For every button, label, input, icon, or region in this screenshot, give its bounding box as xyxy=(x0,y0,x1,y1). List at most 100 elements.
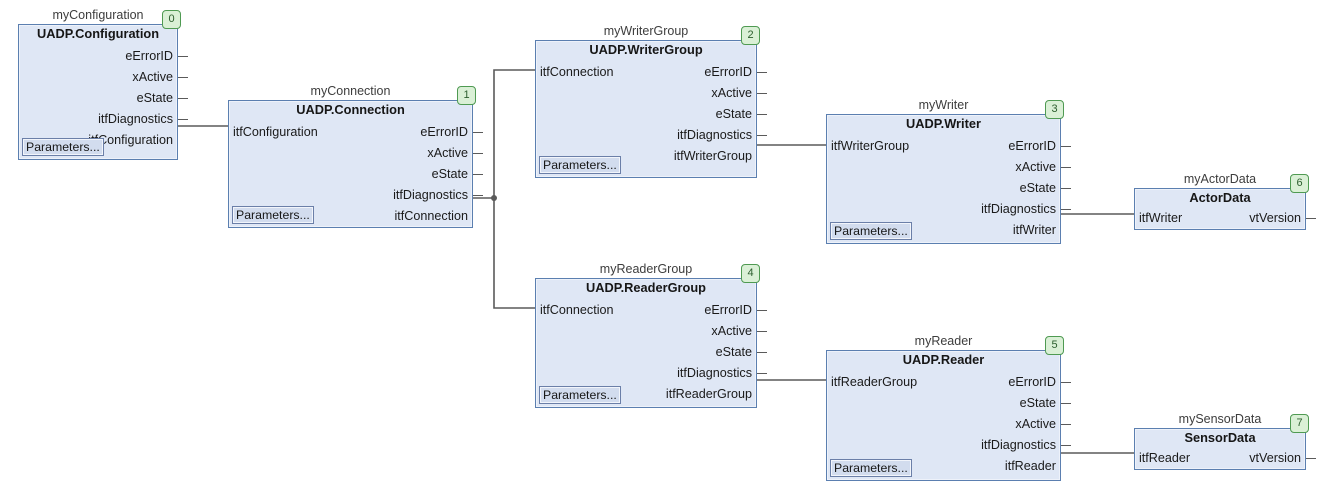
block-type-name: UADP.Connection xyxy=(296,102,405,117)
parameters-button[interactable]: Parameters... xyxy=(830,222,912,240)
output-pin-itfWriter[interactable]: itfWriter xyxy=(1012,223,1056,237)
block-type-name: UADP.WriterGroup xyxy=(589,42,703,57)
output-stub-eErrorID xyxy=(757,310,767,311)
output-stub-itfDiagnostics xyxy=(178,119,188,120)
output-pin-eState[interactable]: eState xyxy=(1019,396,1056,410)
output-stub-xActive xyxy=(1061,167,1071,168)
block-type-name: SensorData xyxy=(1184,430,1256,445)
output-pin-eState[interactable]: eState xyxy=(136,91,173,105)
parameters-button[interactable]: Parameters... xyxy=(539,386,621,404)
block-instance-name: myConnection xyxy=(310,84,391,98)
parameters-button[interactable]: Parameters... xyxy=(22,138,104,156)
output-stub-itfDiagnostics xyxy=(1061,445,1071,446)
output-pin-itfWriterGroup[interactable]: itfWriterGroup xyxy=(673,149,752,163)
output-stub-itfDiagnostics xyxy=(1061,209,1071,210)
parameters-button[interactable]: Parameters... xyxy=(830,459,912,477)
output-pin-eErrorID[interactable]: eErrorID xyxy=(704,303,752,317)
output-pin-eErrorID[interactable]: eErrorID xyxy=(1008,375,1056,389)
block-execution-order-badge: 7 xyxy=(1290,414,1309,433)
output-stub-eState xyxy=(1061,403,1071,404)
output-pin-xActive[interactable]: xActive xyxy=(711,86,752,100)
output-stub-eErrorID xyxy=(1061,382,1071,383)
block-body xyxy=(1134,428,1306,470)
input-pin-itfConfiguration[interactable]: itfConfiguration xyxy=(233,125,318,139)
output-pin-itfDiagnostics[interactable]: itfDiagnostics xyxy=(98,112,173,126)
input-pin-itfReader[interactable]: itfReader xyxy=(1139,451,1191,465)
junction-dot[interactable] xyxy=(491,195,497,201)
block-execution-order-badge: 1 xyxy=(457,86,476,105)
parameters-button[interactable]: Parameters... xyxy=(232,206,314,224)
input-pin-itfWriter[interactable]: itfWriter xyxy=(1139,211,1183,225)
output-pin-xActive[interactable]: xActive xyxy=(1015,160,1056,174)
block-instance-name: myWriter xyxy=(918,98,969,112)
output-stub-eState xyxy=(178,98,188,99)
output-pin-itfDiagnostics[interactable]: itfDiagnostics xyxy=(981,202,1056,216)
block-instance-name: myReaderGroup xyxy=(599,262,693,276)
output-stub-eErrorID xyxy=(473,132,483,133)
output-pin-itfDiagnostics[interactable]: itfDiagnostics xyxy=(393,188,468,202)
output-stub-xActive xyxy=(178,77,188,78)
block-instance-name: mySensorData xyxy=(1178,412,1262,426)
input-pin-itfConnection[interactable]: itfConnection xyxy=(540,303,614,317)
output-stub-xActive xyxy=(757,331,767,332)
output-pin-itfDiagnostics[interactable]: itfDiagnostics xyxy=(981,438,1056,452)
input-pin-itfWriterGroup[interactable]: itfWriterGroup xyxy=(831,139,910,153)
output-pin-eErrorID[interactable]: eErrorID xyxy=(704,65,752,79)
output-stub-eState xyxy=(757,114,767,115)
block-instance-name: myConfiguration xyxy=(52,8,144,22)
block-instance-name: myReader xyxy=(914,334,973,348)
output-pin-eErrorID[interactable]: eErrorID xyxy=(1008,139,1056,153)
wire-junction-to-reader-group[interactable] xyxy=(493,198,535,309)
block-execution-order-badge: 2 xyxy=(741,26,760,45)
output-stub-xActive xyxy=(757,93,767,94)
output-pin-eState[interactable]: eState xyxy=(1019,181,1056,195)
output-stub-eState xyxy=(1061,188,1071,189)
output-pin-xActive[interactable]: xActive xyxy=(711,324,752,338)
output-stub-itfDiagnostics xyxy=(757,373,767,374)
input-pin-itfConnection[interactable]: itfConnection xyxy=(540,65,614,79)
output-pin-itfReader[interactable]: itfReader xyxy=(1004,459,1056,473)
output-pin-eErrorID[interactable]: eErrorID xyxy=(420,125,468,139)
block-type-name: UADP.Writer xyxy=(906,116,981,131)
parameters-button[interactable]: Parameters... xyxy=(539,156,621,174)
output-pin-xActive[interactable]: xActive xyxy=(132,70,173,84)
block-execution-order-badge: 6 xyxy=(1290,174,1309,193)
block-body xyxy=(1134,188,1306,230)
output-pin-itfDiagnostics[interactable]: itfDiagnostics xyxy=(677,128,752,142)
block-execution-order-badge: 5 xyxy=(1045,336,1064,355)
block-type-name: UADP.ReaderGroup xyxy=(586,280,706,295)
output-pin-eErrorID[interactable]: eErrorID xyxy=(125,49,173,63)
output-pin-itfConnection[interactable]: itfConnection xyxy=(394,209,468,223)
output-pin-xActive[interactable]: xActive xyxy=(1015,417,1056,431)
output-pin-vtVersion[interactable]: vtVersion xyxy=(1249,211,1301,225)
block-type-name: ActorData xyxy=(1189,190,1251,205)
output-stub-vtVersion xyxy=(1306,458,1316,459)
output-pin-itfDiagnostics[interactable]: itfDiagnostics xyxy=(677,366,752,380)
output-pin-vtVersion[interactable]: vtVersion xyxy=(1249,451,1301,465)
output-pin-itfConfiguration[interactable]: itfConfiguration xyxy=(88,133,173,147)
block-instance-name: myWriterGroup xyxy=(603,24,689,38)
block-type-name: UADP.Configuration xyxy=(36,26,160,41)
block-execution-order-badge: 3 xyxy=(1045,100,1064,119)
output-pin-eState[interactable]: eState xyxy=(715,345,752,359)
output-stub-eState xyxy=(473,174,483,175)
output-pin-eState[interactable]: eState xyxy=(431,167,468,181)
output-stub-itfDiagnostics xyxy=(757,135,767,136)
output-pin-itfReaderGroup[interactable]: itfReaderGroup xyxy=(665,387,752,401)
output-stub-vtVersion xyxy=(1306,218,1316,219)
wire-junction-to-writer-group[interactable] xyxy=(493,69,535,198)
output-stub-xActive xyxy=(1061,424,1071,425)
output-stub-eErrorID xyxy=(1061,146,1071,147)
input-pin-itfReaderGroup[interactable]: itfReaderGroup xyxy=(831,375,918,389)
output-pin-eState[interactable]: eState xyxy=(715,107,752,121)
block-execution-order-badge: 4 xyxy=(741,264,760,283)
output-pin-xActive[interactable]: xActive xyxy=(427,146,468,160)
